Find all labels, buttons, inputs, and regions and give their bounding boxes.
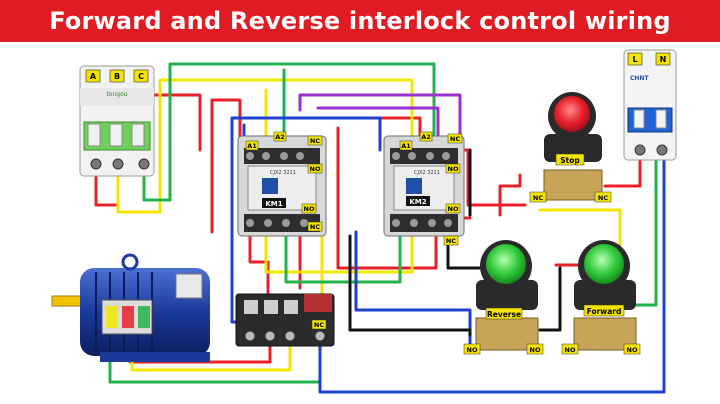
reverse-button: Reverse NO NO <box>463 240 544 355</box>
forward-contact-no-left: NO <box>565 346 576 354</box>
forward-contact-no-right: NO <box>627 346 638 354</box>
single-breaker-brand: CHNT <box>630 75 649 82</box>
contactor-km2: CJX2 3211 A1 A2 KM2 <box>383 131 465 237</box>
title-banner: Forward and Reverse interlock control wi… <box>0 0 720 42</box>
km1-label: KM1 <box>265 200 282 208</box>
overload-nc-tag: NC <box>314 321 324 329</box>
breaker-brand: tongou <box>106 91 127 98</box>
stop-button: Stop NC NC <box>529 92 612 203</box>
motor <box>51 253 210 362</box>
km1-model: CJX2 3211 <box>270 170 296 176</box>
stop-contact-nc-left: NC <box>533 194 543 202</box>
km1-coil-a2: A2 <box>275 133 285 141</box>
km2-coil-a2: A2 <box>421 133 431 141</box>
km2-label: KM2 <box>409 198 426 206</box>
stop-button-label: Stop <box>560 156 580 165</box>
three-pole-breaker: A B C tongou <box>79 65 155 177</box>
km2-top-no-tag: NO <box>448 165 459 173</box>
reverse-contact-no-left: NO <box>467 346 478 354</box>
single-phase-breaker: L N CHNT <box>623 49 677 161</box>
contactor-km1: CJX2 3211 A1 A2 KM1 <box>237 131 327 237</box>
contactor-contact-tags: NC NO NO NC NC NO NO NC <box>301 133 463 246</box>
km2-coil-a1: A1 <box>401 142 411 150</box>
breaker-terminal-b: B <box>114 72 120 81</box>
wire-purple <box>298 93 462 142</box>
km2-top-nc-tag: NC <box>450 135 460 143</box>
km2-bottom-nc-tag: NC <box>446 237 456 245</box>
breaker-terminal-a: A <box>90 72 97 81</box>
km1-bottom-nc-tag: NC <box>310 223 320 231</box>
km1-top-no-tag: NO <box>310 165 321 173</box>
single-breaker-terminal-n: N <box>660 55 667 64</box>
overload-relay: NC <box>235 293 335 347</box>
reverse-button-label: Reverse <box>487 310 521 319</box>
breaker-terminal-c: C <box>138 72 144 81</box>
reverse-contact-no-right: NO <box>530 346 541 354</box>
forward-button: Forward NO NO <box>561 240 641 355</box>
km1-top-nc-tag: NC <box>310 137 320 145</box>
km1-coil-a1: A1 <box>247 142 257 150</box>
km2-model: CJX2 3211 <box>414 170 440 176</box>
stop-contact-nc-right: NC <box>598 194 608 202</box>
km2-bottom-no-tag: NO <box>448 205 459 213</box>
single-breaker-terminal-l: L <box>632 55 637 64</box>
page-title: Forward and Reverse interlock control wi… <box>49 7 671 35</box>
km1-bottom-no-tag: NO <box>304 205 315 213</box>
forward-button-label: Forward <box>587 307 622 316</box>
